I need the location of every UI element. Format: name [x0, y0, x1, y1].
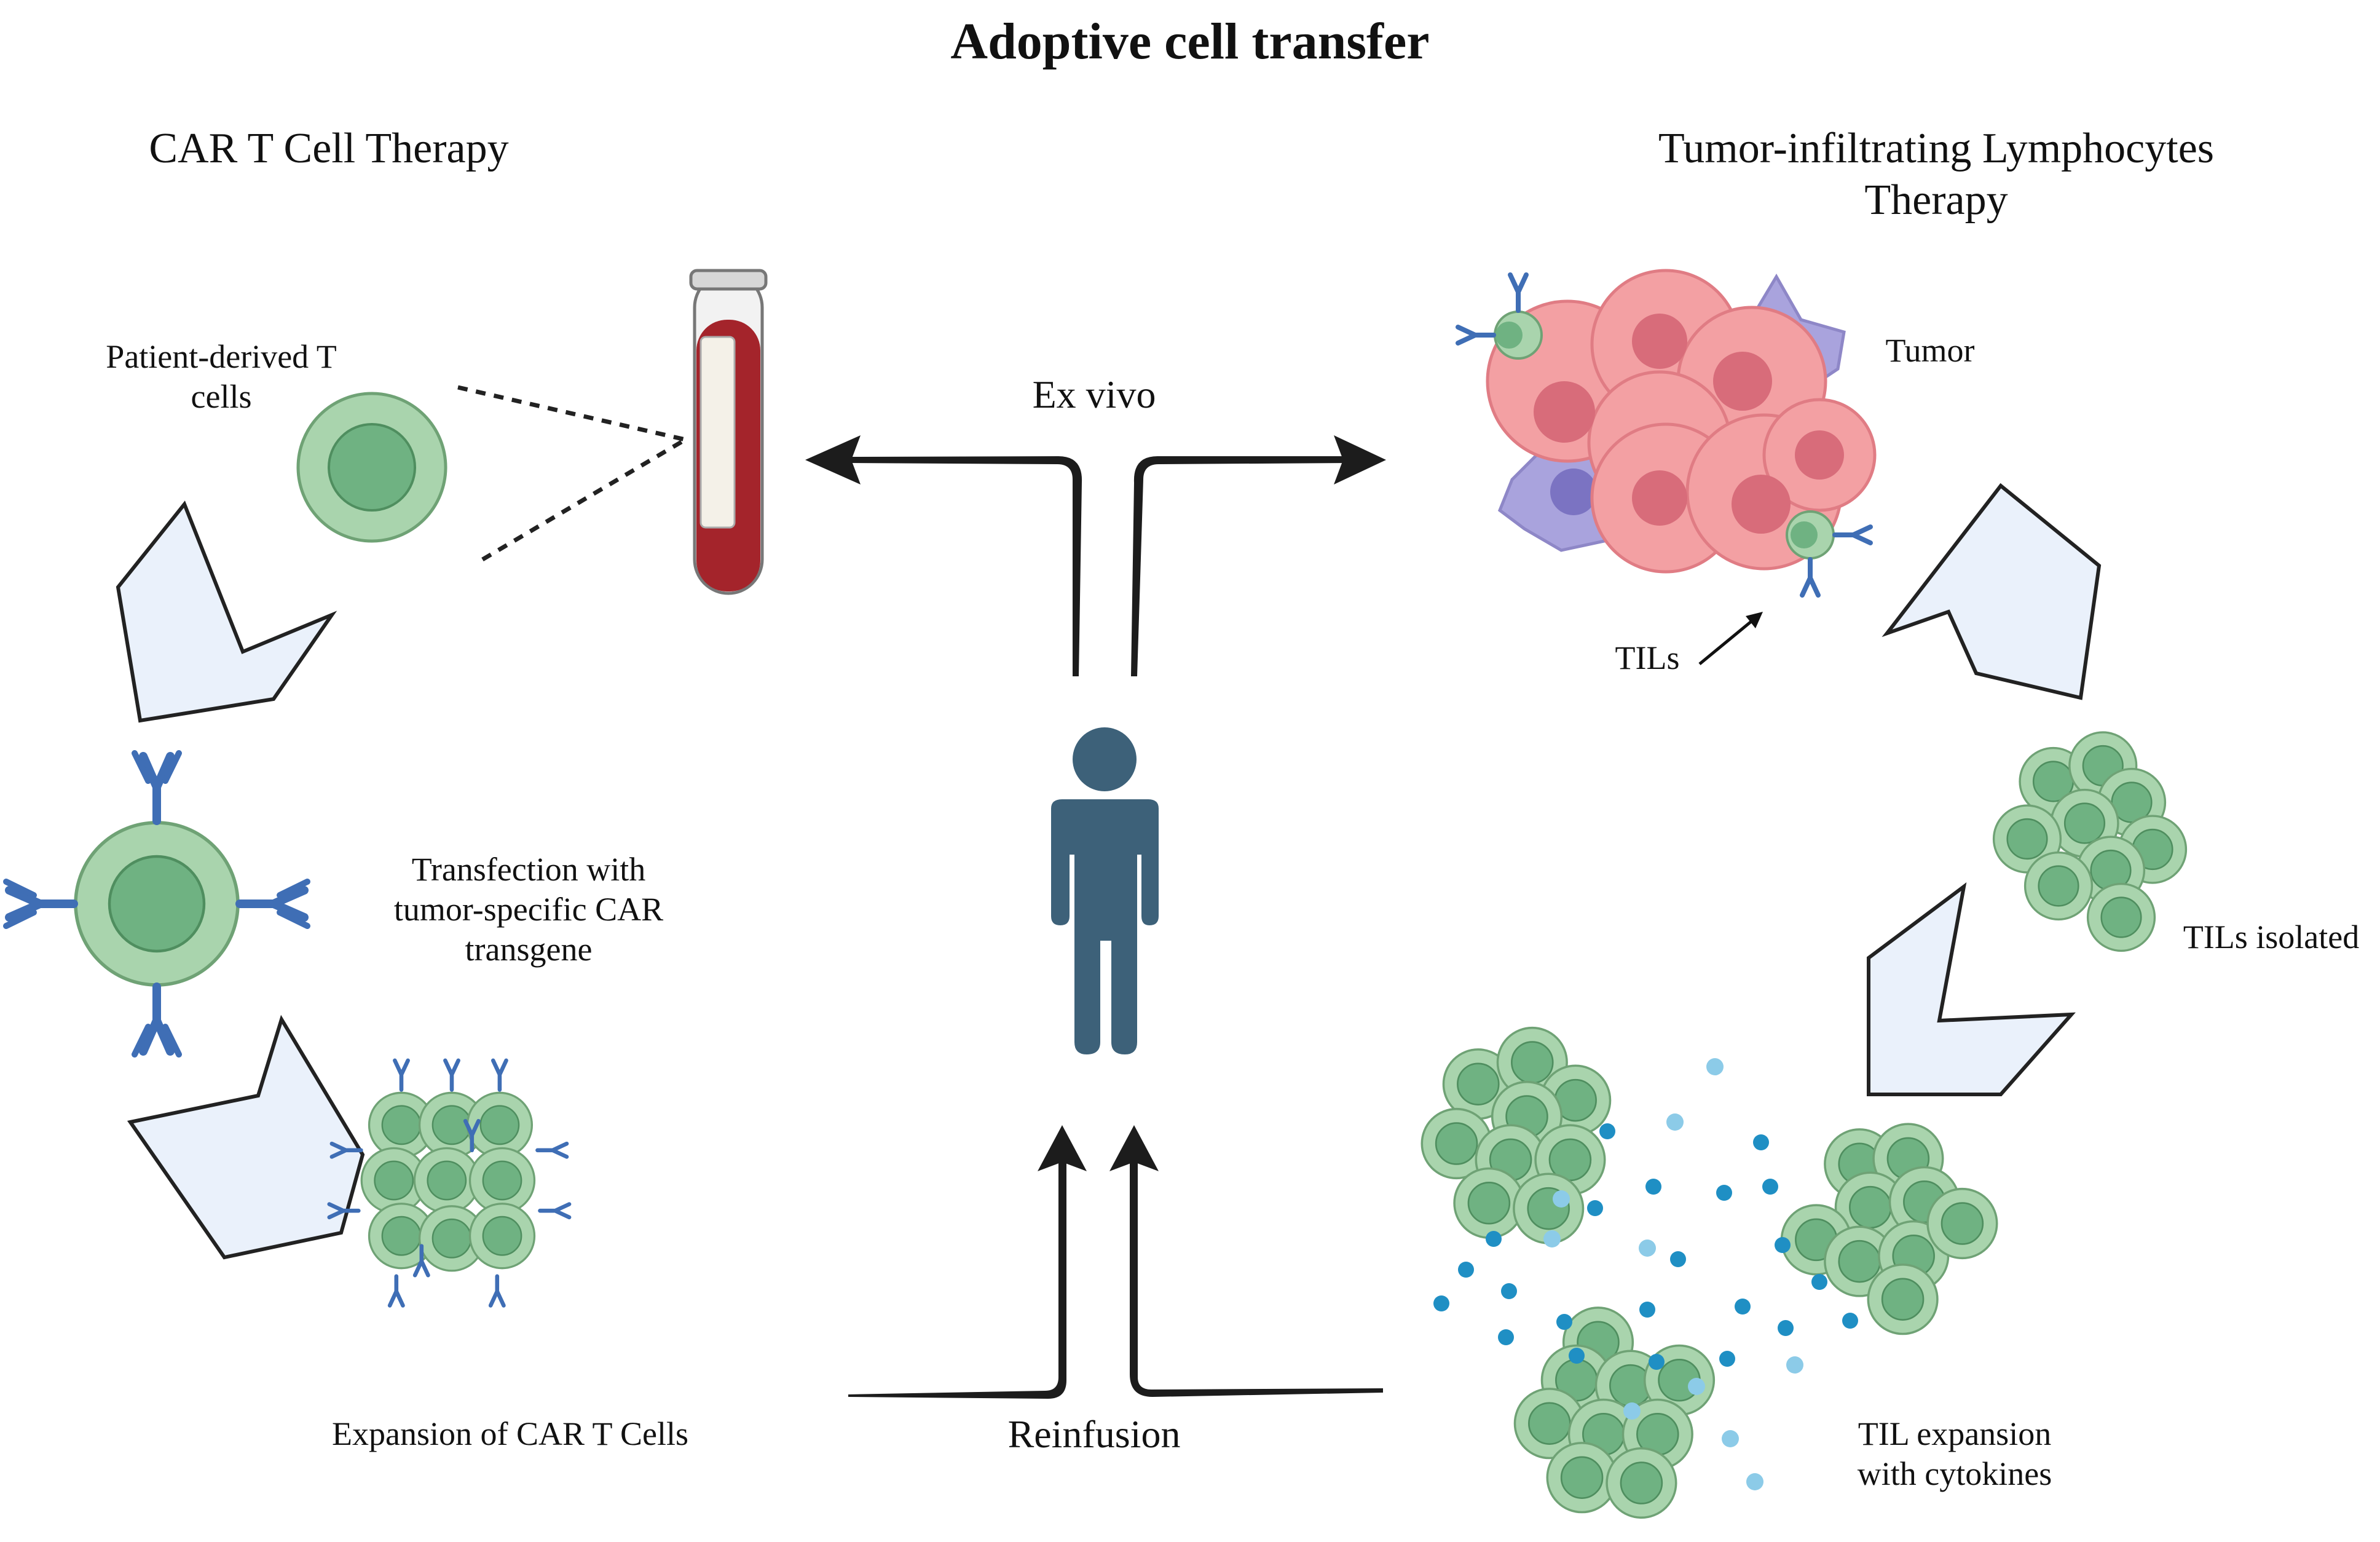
- expansion-car-t-label: Expansion of CAR T Cells: [331, 1415, 689, 1452]
- ex-vivo-arrow-right: [1131, 435, 1386, 676]
- step-chevron-3: [1882, 483, 2102, 700]
- cytokine-dots: [1433, 1058, 1858, 1490]
- til-expansion-label: TIL expansion with cytokines: [1857, 1415, 2052, 1492]
- reinfusion-arrow-left: [848, 1125, 1087, 1399]
- ex-vivo-label: Ex vivo: [1032, 373, 1156, 416]
- patient-person-icon: [1051, 727, 1159, 1054]
- til-heading: Tumor-infiltrating Lymphocytes Therapy: [1658, 125, 2215, 224]
- step-chevron-1: [116, 500, 337, 723]
- car-t-heading: CAR T Cell Therapy: [149, 125, 509, 172]
- tils-isolated-label: TILs isolated: [2183, 919, 2360, 955]
- patient-t-cells-label: Patient-derived T cells: [106, 338, 337, 415]
- tumor-cluster: [1458, 269, 1877, 595]
- blood-tube-icon: [689, 269, 768, 595]
- tils-pointer-arrow: [1698, 612, 1763, 665]
- tils-label: TILs: [1615, 639, 1680, 676]
- car-t-cell-cluster: [329, 1061, 569, 1306]
- car-t-cell: [6, 753, 307, 1054]
- dashed-zoom-lines: [457, 385, 687, 562]
- step-chevron-4: [1867, 882, 2076, 1096]
- tumor-label: Tumor: [1885, 332, 1975, 369]
- til-expansion-cluster-1: [1421, 1026, 1612, 1244]
- tils-isolated-cluster: [1992, 731, 2188, 952]
- transfection-label: Transfection with tumor-specific CAR tra…: [393, 851, 664, 968]
- reinfusion-arrow-right: [1109, 1125, 1383, 1397]
- step-chevron-2: [127, 1014, 365, 1260]
- reinfusion-label: Reinfusion: [1007, 1412, 1181, 1456]
- diagram-title: Adoptive cell transfer: [950, 13, 1430, 70]
- ex-vivo-arrow-left: [805, 435, 1082, 676]
- til-expansion-cluster-3: [1513, 1307, 1716, 1519]
- til-expansion-cluster-2: [1780, 1123, 1998, 1335]
